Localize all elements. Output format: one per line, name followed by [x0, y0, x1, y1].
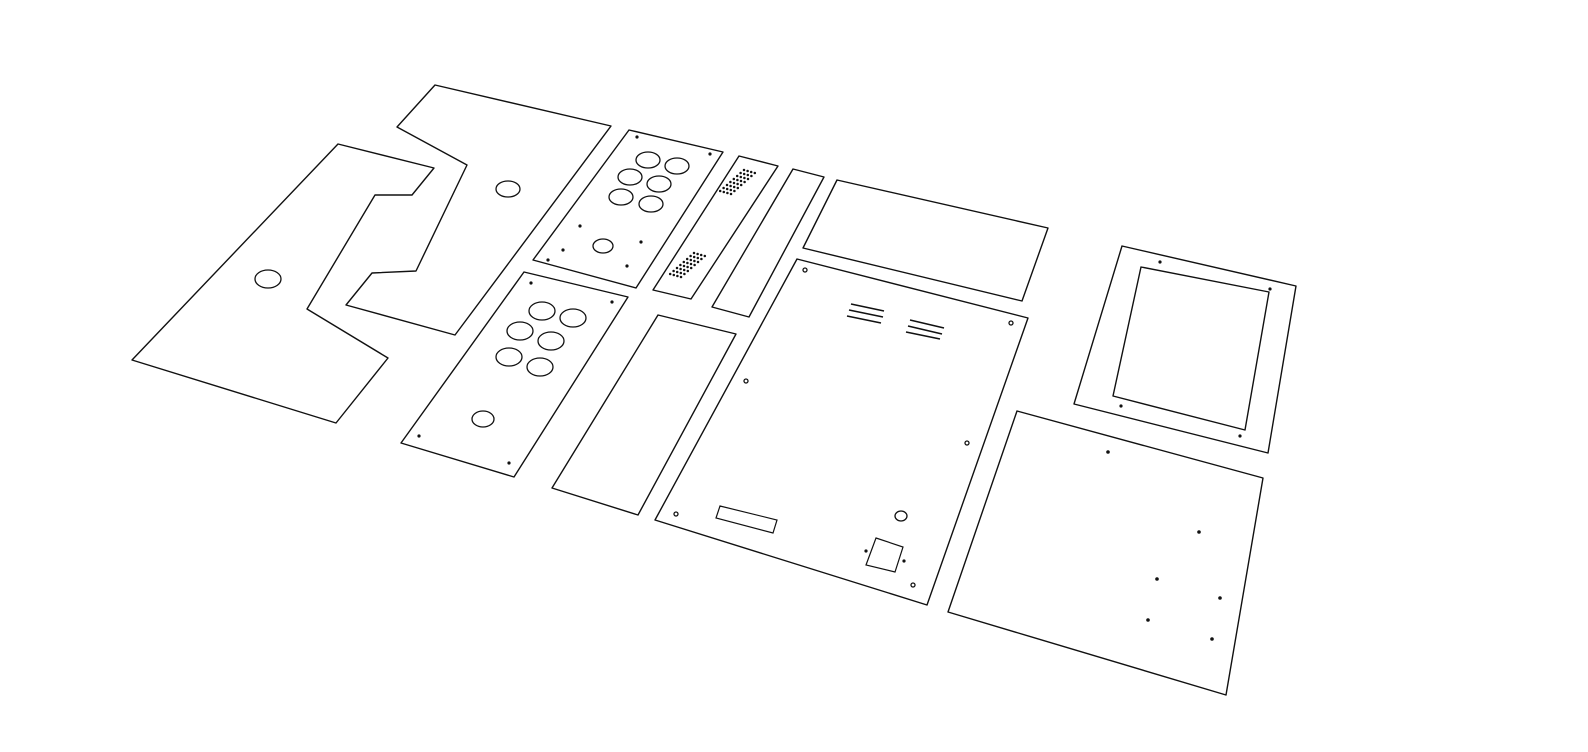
left-side-panel [131, 143, 435, 424]
base-panel [654, 258, 1029, 606]
monitor-bezel [1073, 245, 1297, 454]
connector-pin [725, 183, 729, 187]
connector-pin [679, 263, 682, 267]
top-panel [802, 179, 1049, 302]
round-port [894, 510, 908, 522]
connector-pin [732, 177, 736, 181]
front-panel [551, 314, 737, 516]
connector-pin [700, 257, 703, 261]
connector-pin [739, 183, 743, 187]
connector-pin [729, 184, 732, 188]
connector-strip [652, 155, 779, 300]
connector-pin [693, 263, 696, 267]
vent-group-right [905, 319, 945, 340]
button-hole [495, 180, 521, 198]
connector-pin [729, 180, 732, 184]
connector-pin [726, 191, 729, 195]
connector-pin [732, 185, 736, 189]
connector-pin [675, 266, 679, 270]
connector-pin [679, 267, 682, 271]
connector-pin [753, 171, 757, 175]
connector-pin [668, 272, 672, 276]
connector-pin [746, 177, 750, 181]
connector-pin [739, 175, 743, 179]
connector-pin [696, 256, 700, 260]
connector-pin [679, 271, 683, 275]
connector-pin [679, 275, 683, 279]
connector-pin [729, 188, 733, 192]
connector-grid-upper [718, 168, 757, 196]
narrow-strip [711, 168, 825, 318]
connector-pin [689, 258, 693, 262]
connector-pin [749, 170, 753, 174]
button-hole [254, 269, 282, 289]
connector-pin [732, 181, 736, 185]
connector-pin [743, 176, 746, 180]
connector-pin [672, 269, 675, 273]
connector-pin [675, 270, 679, 274]
connector-pin [739, 179, 743, 183]
connector-pin [743, 180, 746, 184]
connector-pin [696, 252, 699, 256]
connector-pin [689, 262, 693, 266]
connector-pin [686, 269, 690, 273]
connector-pin [676, 274, 679, 278]
connector-pin [739, 171, 742, 175]
connector-pin [742, 168, 746, 172]
control-panel-top [532, 129, 724, 289]
right-side-panel [345, 84, 612, 336]
power-socket-cutout [865, 537, 904, 573]
connector-pin [733, 189, 736, 193]
connector-pin [686, 261, 689, 265]
connector-pin [703, 254, 707, 258]
connector-pin [689, 266, 693, 270]
connector-pin [722, 190, 726, 194]
connector-pin [736, 182, 739, 186]
connector-pin [742, 172, 746, 176]
connector-pin [736, 178, 739, 182]
connector-pin [736, 186, 740, 190]
connector-pin [718, 189, 722, 193]
connector-pin [682, 264, 686, 268]
control-panel-bottom [400, 271, 629, 478]
connector-pin [692, 251, 696, 255]
connector-pin [682, 268, 686, 272]
connector-pin [686, 265, 689, 269]
connector-pin [682, 260, 686, 264]
back-panel [947, 410, 1264, 696]
screen-opening [1112, 266, 1270, 431]
connector-pin [699, 253, 703, 257]
cable-slot [715, 505, 778, 534]
connector-pin [685, 257, 689, 261]
connector-pin [735, 174, 739, 178]
connector-pin [746, 169, 749, 173]
connector-pin [722, 186, 725, 190]
connector-pin [729, 192, 733, 196]
vent-group-left [846, 303, 885, 324]
connector-pin [692, 255, 696, 259]
connector-pin [672, 273, 676, 277]
connector-pin [746, 173, 750, 177]
connector-pin [725, 187, 729, 191]
connector-pin [750, 174, 753, 178]
connector-pin [693, 259, 696, 263]
connector-pin [696, 260, 700, 264]
connector-pin [689, 254, 692, 258]
connector-pin [683, 272, 686, 276]
connector-grid-lower [668, 251, 707, 279]
